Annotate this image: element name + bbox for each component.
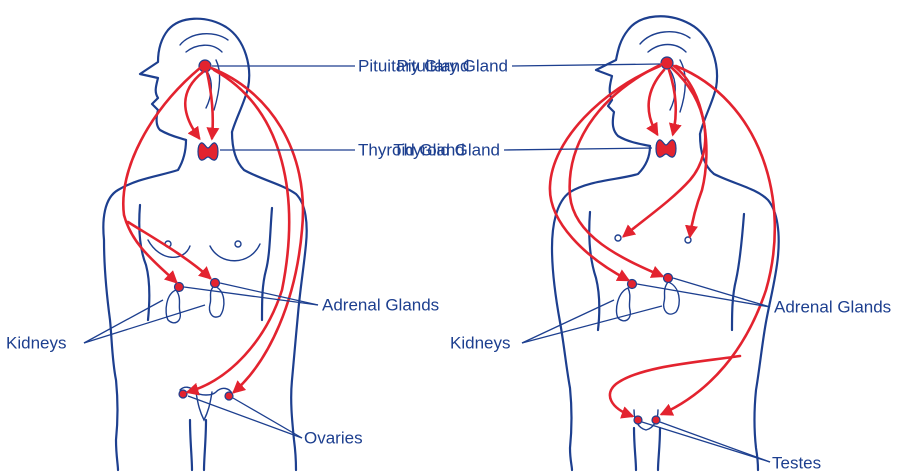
male-legs <box>634 428 660 470</box>
male-kidney-right <box>664 282 680 314</box>
female-arm-left <box>139 205 149 320</box>
male-arrow-to-thyroid <box>649 70 664 134</box>
male-figure <box>552 16 779 470</box>
female-kidney-left <box>166 290 180 323</box>
testes-label: Testes <box>772 453 821 472</box>
kidney-leader-male-b <box>522 306 662 343</box>
ovaries-label: Ovaries <box>304 428 363 447</box>
adrenal-label-male: Adrenal Glands <box>774 297 891 316</box>
kidneys-label-female: Kidneys <box>6 333 66 352</box>
male-nipple-left <box>615 235 621 241</box>
female-glands <box>175 60 234 400</box>
pituitary-leader-male <box>512 64 660 66</box>
male-arrow-to-testis-right <box>662 66 775 414</box>
male-testis-right <box>652 416 660 424</box>
female-adrenal-gland-left <box>175 283 184 292</box>
female-arrow-to-adrenal-right <box>128 222 210 278</box>
female-hormone-arrows <box>123 68 303 392</box>
male-testis-left <box>634 416 642 424</box>
male-arm-left <box>589 212 599 330</box>
female-torso-left <box>103 140 186 470</box>
male-arm-right <box>732 214 744 330</box>
female-legs <box>190 420 206 470</box>
male-thyroid-gland <box>656 140 676 157</box>
male-labels: Pituitary Gland Thyroid Gland Adrenal Gl… <box>393 56 891 472</box>
kidneys-label-male: Kidneys <box>450 333 510 352</box>
adrenal-label-female: Adrenal Glands <box>322 295 439 314</box>
male-adrenal-gland-right <box>664 274 673 283</box>
female-pituitary-gland <box>199 60 211 72</box>
male-arrow-to-adrenal-right <box>570 64 662 276</box>
female-arm-right <box>262 208 272 320</box>
thyroid-label-right: Thyroid Gland <box>393 140 500 159</box>
female-adrenal-gland-right <box>211 279 220 288</box>
male-nipple-right <box>685 237 691 243</box>
female-ovary-left <box>179 390 187 398</box>
testes-leader-male-a <box>642 422 770 462</box>
female-nipple-right <box>235 241 241 247</box>
female-arrow-to-thyroid <box>185 72 203 138</box>
pituitary-label-right: Pituitary Gland <box>397 56 509 75</box>
female-ovary-right <box>225 392 233 400</box>
female-breast-right <box>210 244 260 261</box>
kidney-leader-male-a <box>522 300 614 343</box>
female-thyroid-gland <box>198 143 218 160</box>
